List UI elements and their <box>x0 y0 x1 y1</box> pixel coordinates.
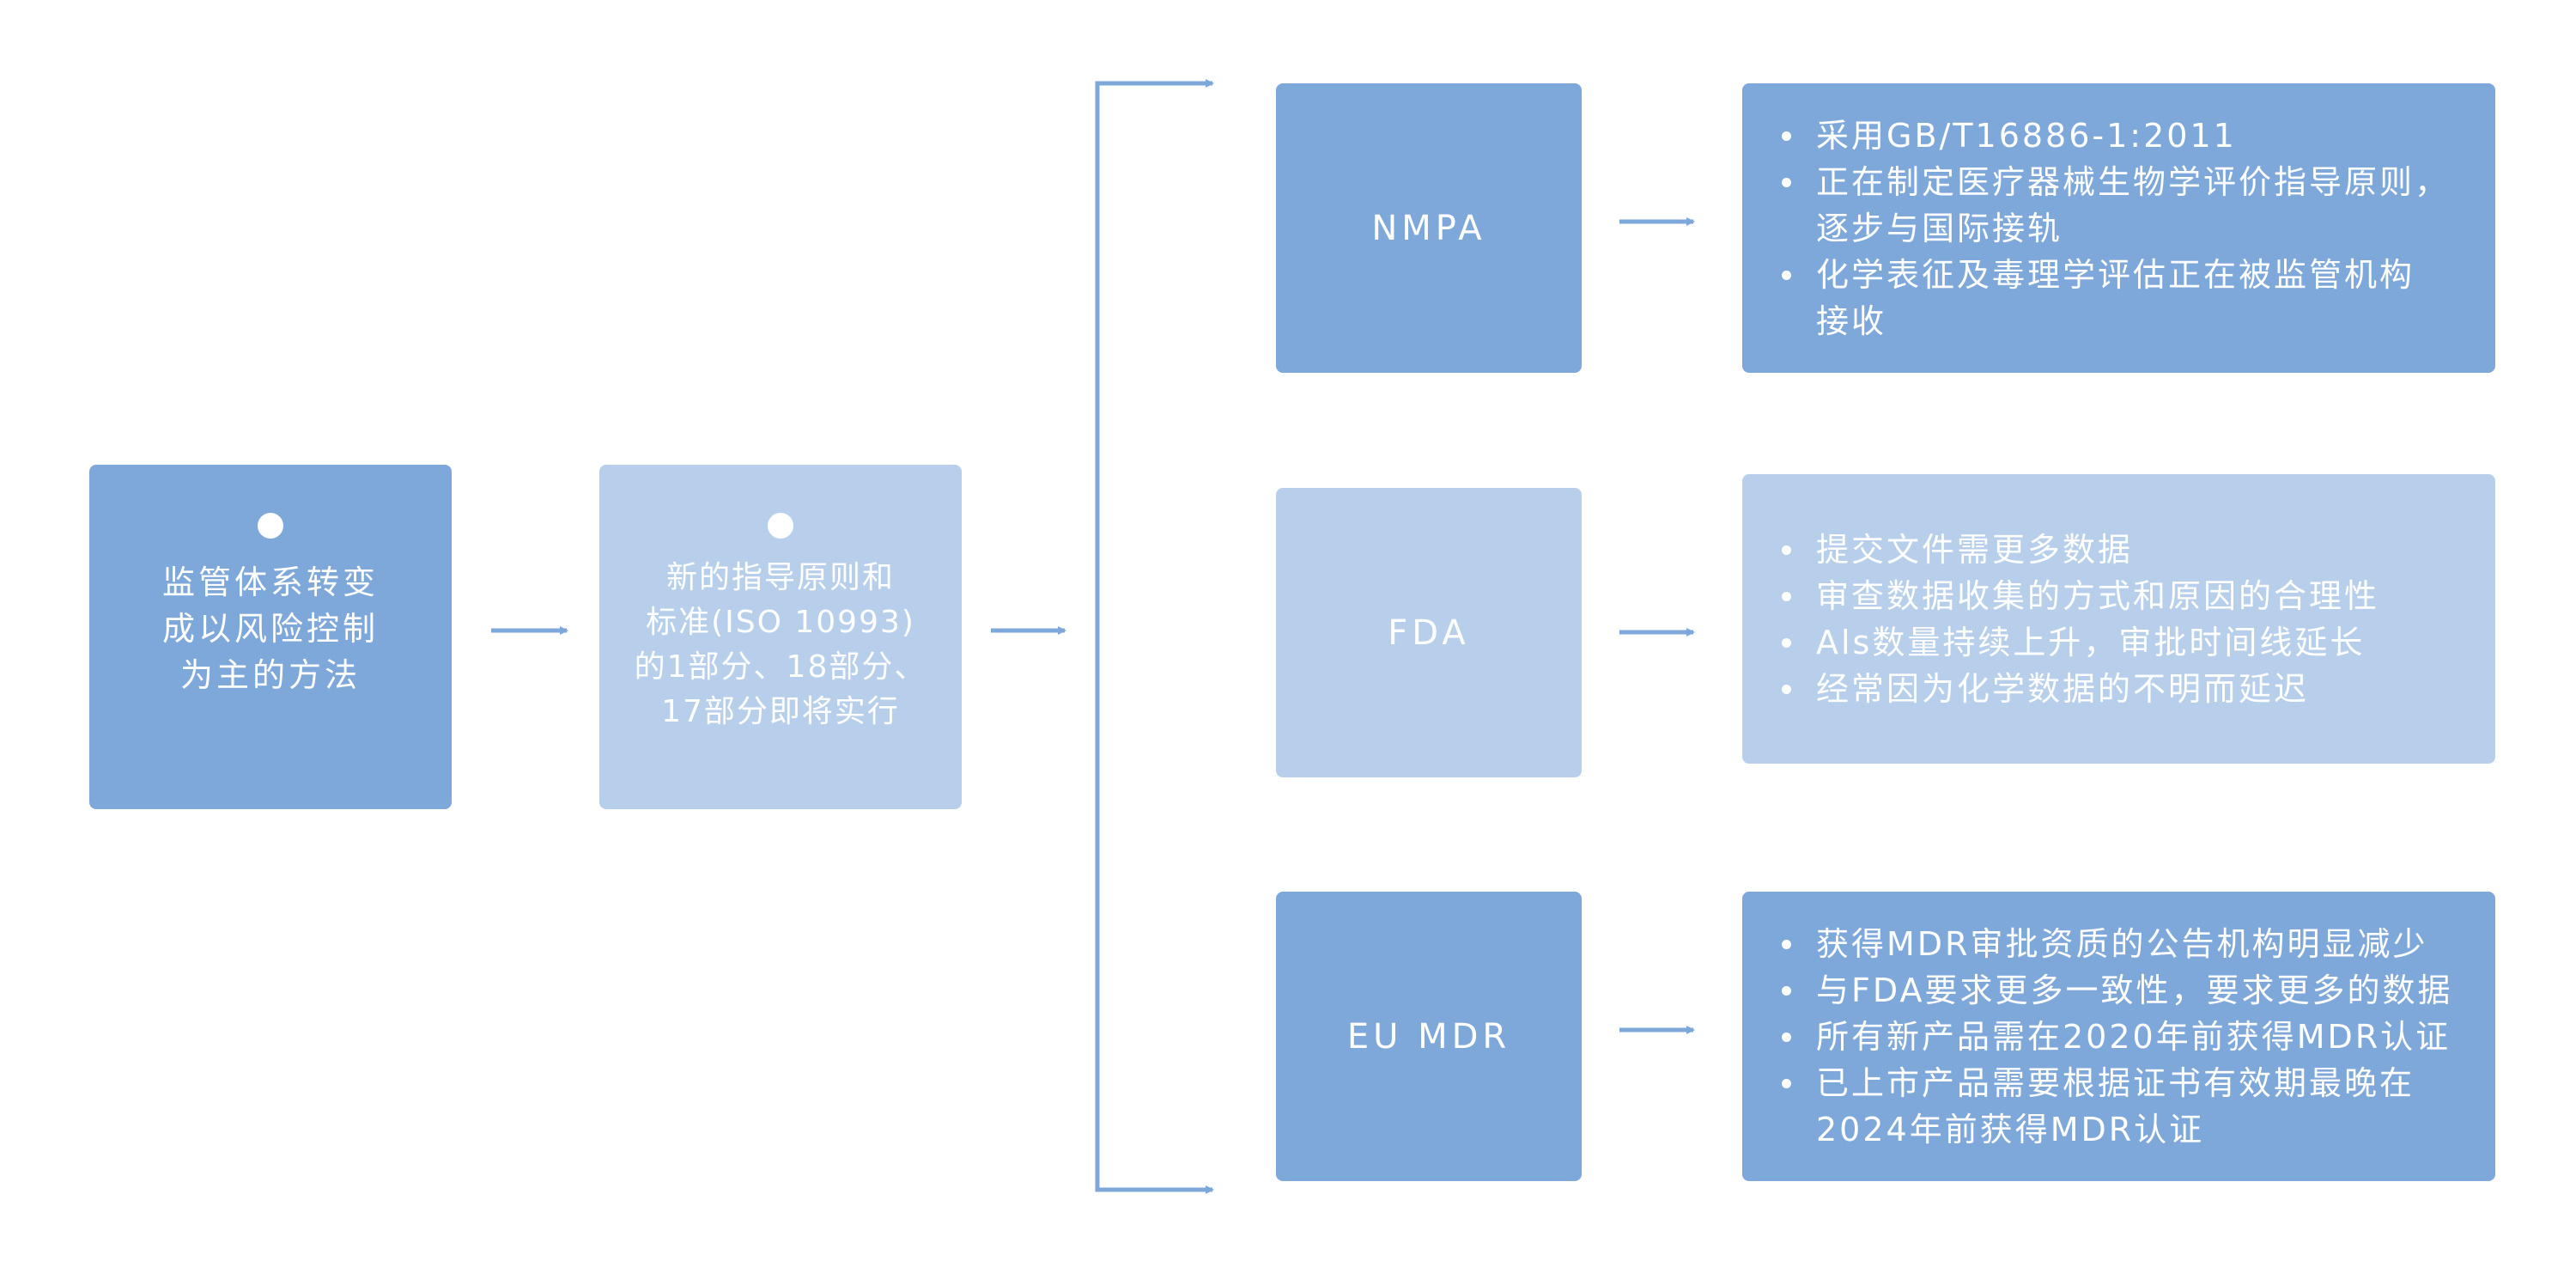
list-item: 采用GB/T16886-1:2011 <box>1773 113 2461 159</box>
nmpa-detail-list: 采用GB/T16886-1:2011 正在制定医疗器械生物学评价指导原则， 逐步… <box>1773 113 2461 344</box>
list-item: 获得MDR审批资质的公告机构明显减少 <box>1773 921 2461 967</box>
list-item: 化学表征及毒理学评估正在被监管机构 接收 <box>1773 252 2461 344</box>
step-bullet-dot <box>258 513 283 539</box>
regulator-nmpa-box: NMPA <box>1276 83 1582 373</box>
step-new-standards-box: 新的指导原则和 标准(ISO 10993) 的1部分、18部分、 17部分即将实… <box>599 465 962 809</box>
list-item: Als数量持续上升，审批时间线延长 <box>1773 619 2461 666</box>
fda-detail-list: 提交文件需更多数据 审查数据收集的方式和原因的合理性 Als数量持续上升，审批时… <box>1773 527 2461 712</box>
regulator-fda-details: 提交文件需更多数据 审查数据收集的方式和原因的合理性 Als数量持续上升，审批时… <box>1742 474 2495 764</box>
regulator-nmpa-label: NMPA <box>1371 208 1486 248</box>
regulator-fda-label: FDA <box>1388 612 1470 653</box>
list-item: 正在制定医疗器械生物学评价指导原则， 逐步与国际接轨 <box>1773 159 2461 252</box>
step-risk-control-box: 监管体系转变 成以风险控制 为主的方法 <box>89 465 452 809</box>
list-item: 已上市产品需要根据证书有效期最晚在 2024年前获得MDR认证 <box>1773 1060 2461 1153</box>
branch-bracket <box>1095 81 1212 1192</box>
regulator-eumdr-box: EU MDR <box>1276 892 1582 1181</box>
regulator-nmpa-details: 采用GB/T16886-1:2011 正在制定医疗器械生物学评价指导原则， 逐步… <box>1742 83 2495 373</box>
list-item: 经常因为化学数据的不明而延迟 <box>1773 666 2461 712</box>
step-bullet-dot <box>768 513 793 539</box>
list-item: 所有新产品需在2020年前获得MDR认证 <box>1773 1014 2461 1060</box>
eumdr-detail-list: 获得MDR审批资质的公告机构明显减少 与FDA要求更多一致性，要求更多的数据 所… <box>1773 921 2461 1153</box>
step-new-standards-text: 新的指导原则和 标准(ISO 10993) 的1部分、18部分、 17部分即将实… <box>634 560 927 729</box>
step-risk-control-text: 监管体系转变 成以风险控制 为主的方法 <box>161 563 379 694</box>
list-item: 与FDA要求更多一致性，要求更多的数据 <box>1773 967 2461 1014</box>
regulator-fda-box: FDA <box>1276 488 1582 777</box>
regulator-eumdr-label: EU MDR <box>1346 1016 1511 1057</box>
regulator-eumdr-details: 获得MDR审批资质的公告机构明显减少 与FDA要求更多一致性，要求更多的数据 所… <box>1742 892 2495 1181</box>
list-item: 提交文件需更多数据 <box>1773 527 2461 573</box>
list-item: 审查数据收集的方式和原因的合理性 <box>1773 573 2461 619</box>
